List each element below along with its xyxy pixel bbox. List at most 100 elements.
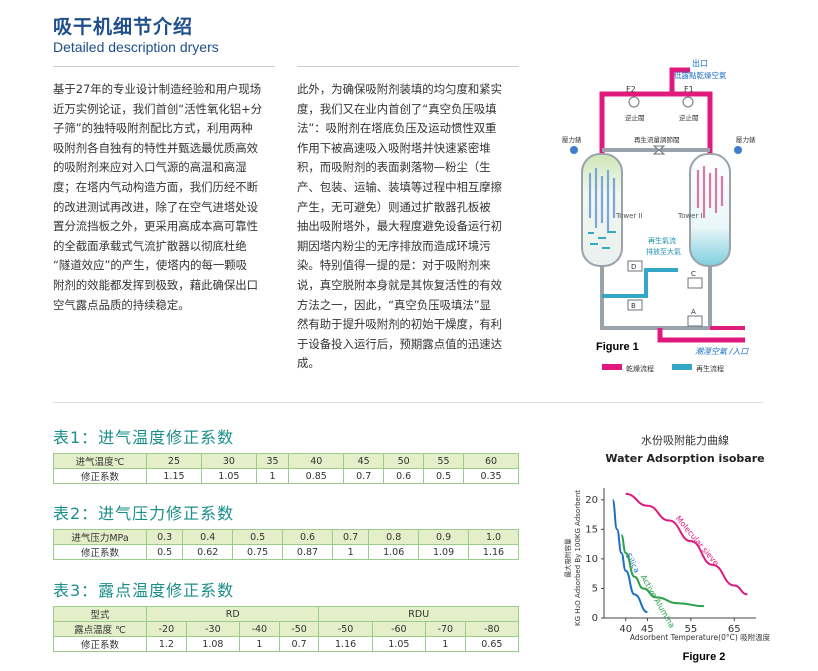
tower1-label: Tower I — [677, 212, 703, 220]
table3-cell: 1 — [424, 636, 466, 652]
col1-line: 近万实例论证，我们首创“活性氧化铝+分 — [53, 101, 263, 116]
divider-col1 — [53, 66, 275, 67]
pressure-gauge-icon — [734, 146, 742, 154]
col2-line: 抽出吸附塔外，最大程度避免设备运行初 — [297, 219, 503, 234]
chart-series-line — [625, 492, 748, 596]
table1-cell: 0.85 — [288, 468, 345, 484]
table2-cell: 0.5 — [145, 544, 184, 560]
chart-x-tick-label: 45 — [641, 624, 654, 635]
table2-header: 0.8 — [368, 529, 420, 545]
table2-header-label: 进气压力MPa — [53, 529, 147, 545]
table2-header: 1.0 — [468, 529, 519, 545]
figure1-caption: Figure 1 — [596, 341, 639, 353]
table3-header: -60 — [371, 621, 426, 637]
table1-title: 表1：进气温度修正系数 — [53, 428, 235, 447]
table3-cell: 1.2 — [146, 636, 187, 652]
col2-line: 染。特别值得一提的是：对于吸附剂来 — [297, 258, 491, 273]
f1-label: F1 — [684, 85, 694, 94]
col1-line: 的改进测试再改进，除了在空气进塔处设 — [53, 199, 259, 214]
col2-line: 作用下被高速吸入吸附塔并快速紧密堆 — [297, 140, 491, 155]
table1-header: 55 — [423, 453, 465, 469]
table2-header: 0.5 — [232, 529, 284, 545]
table1-header: 35 — [255, 453, 290, 469]
table1-header: 40 — [288, 453, 345, 469]
chart-y-tick-label: 20 — [585, 495, 598, 506]
col2-line: 成。 — [297, 356, 320, 371]
description-column-2: 此外，为确保吸附剂装填的均匀度和紧实度，我们又在业内首创了“真空负压吸填法”：吸… — [297, 80, 521, 374]
col1-line: 基于27年的专业设计制造经验和用户现场 — [53, 82, 262, 96]
table3-header: -20 — [146, 621, 187, 637]
table1: 进气温度℃ 25 30 35 40 45 50 55 60 修正系数 1.15 … — [53, 453, 519, 484]
page-subtitle: Detailed description dryers — [53, 39, 219, 55]
page-title: 吸干机细节介绍 — [53, 16, 194, 38]
legend-dry-label: 乾燥流程 — [626, 364, 654, 373]
chart-y-tick-label: 10 — [585, 554, 598, 565]
table3-cell: 0.65 — [464, 636, 520, 652]
pressure-gauge-icon — [570, 146, 578, 154]
table1-row-label: 修正系数 — [53, 468, 147, 484]
table3-row-label: 修正系数 — [53, 636, 147, 652]
table3-cell: 1.16 — [318, 636, 373, 652]
col1-line: 的全截面承载式气流扩散器以彻底杜绝 — [53, 238, 247, 253]
col1-line: 吸附剂各自独有的特性并甄选最优质高效 — [53, 140, 259, 155]
table3-header: -80 — [464, 621, 520, 637]
table3-header: -70 — [424, 621, 466, 637]
table2-cell: 1.06 — [368, 544, 420, 560]
col2-line: 法”：吸附剂在塔底负压及运动惯性双重 — [297, 121, 497, 136]
table2-title: 表2：进气压力修正系数 — [53, 504, 235, 523]
table2-cell: 1 — [331, 544, 370, 560]
col2-line: 然有助于提升吸附剂的初始干燥度，有利 — [297, 317, 503, 332]
table2-header: 0.7 — [331, 529, 370, 545]
regen-valve-label: 再生流量調節閥 — [634, 135, 680, 144]
col1-line: 的吸附剂来应对入口气源的高温和高湿 — [53, 160, 247, 175]
pressure-gauge-label: 壓力錶 — [736, 135, 756, 144]
chart-xlabel: Adsorbent Temperature(0°C) 吸附溫度 — [630, 632, 771, 642]
table2-cell: 0.75 — [232, 544, 284, 560]
table3-group-rd: RD — [145, 606, 320, 622]
valve-d-label: D — [631, 263, 636, 271]
table1-cell: 0.7 — [343, 468, 385, 484]
table3-title: 表3：露点温度修正系数 — [53, 581, 235, 600]
col2-line: 产、包装、运输、装填等过程中相互摩擦 — [297, 179, 503, 194]
table2-cell: 0.87 — [282, 544, 333, 560]
chart-x-tick-label: 40 — [619, 624, 632, 635]
legend-regen-label: 再生流程 — [696, 364, 724, 373]
table3-header: -40 — [238, 621, 280, 637]
valve-b-label: B — [631, 302, 636, 310]
table3-header: -30 — [185, 621, 240, 637]
table3-cell: 1 — [238, 636, 280, 652]
divider-section — [53, 402, 763, 403]
table1-header: 45 — [343, 453, 385, 469]
valve-a-label: A — [691, 308, 696, 316]
table2-cell: 1.09 — [418, 544, 470, 560]
table2-row-label: 修正系数 — [53, 544, 147, 560]
chart-series-label: Molecular sieve — [674, 514, 721, 568]
table3-cell: 0.7 — [278, 636, 320, 652]
check-valve-label: 逆止閥 — [679, 113, 699, 122]
chart-series-line — [611, 498, 648, 614]
pressure-gauge-label: 壓力錶 — [562, 135, 582, 144]
figure2-caption: Figure 2 — [683, 651, 726, 663]
table1-header-label: 进气温度℃ — [53, 453, 147, 469]
table1-header: 50 — [383, 453, 425, 469]
outlet-desc: 低露點乾燥空氣 — [674, 70, 727, 80]
chart-ylabel-zh: 最大吸附容量 — [563, 538, 572, 578]
table3-group-rdu: RDU — [318, 606, 519, 622]
table1-cell: 0.35 — [463, 468, 519, 484]
water-adsorption-chart: 水份吸附能力曲線 Water Adsorption isobare 最大吸附容量… — [563, 433, 771, 663]
table2-header: 0.6 — [282, 529, 333, 545]
regen-flow-valve-icon — [652, 145, 666, 155]
table3-dew-label: 露点温度 ℃ — [53, 621, 147, 637]
table1-header: 25 — [146, 453, 202, 469]
col2-line: 说，真空脱附本身就是其恢复活性的有效 — [297, 277, 503, 292]
chart-y-tick-label: 15 — [585, 524, 598, 535]
check-valve-label: 逆止閥 — [625, 113, 645, 122]
col2-line: 产生，无可避免）则通过扩散器孔板被 — [297, 199, 491, 214]
table1-header: 30 — [200, 453, 257, 469]
tower2-label: Tower II — [615, 212, 643, 220]
col2-line: 于设备投入运行后，预期露点值的迅速达 — [297, 336, 503, 351]
col1-line: 附剂的效能都发挥到极致，藉此确保出口 — [53, 277, 259, 292]
col2-line: 期因塔内粉尘的无序排放而造成环境污 — [297, 238, 491, 253]
chart-x-tick-label: 55 — [684, 624, 697, 635]
table3-cell: 1.05 — [371, 636, 426, 652]
